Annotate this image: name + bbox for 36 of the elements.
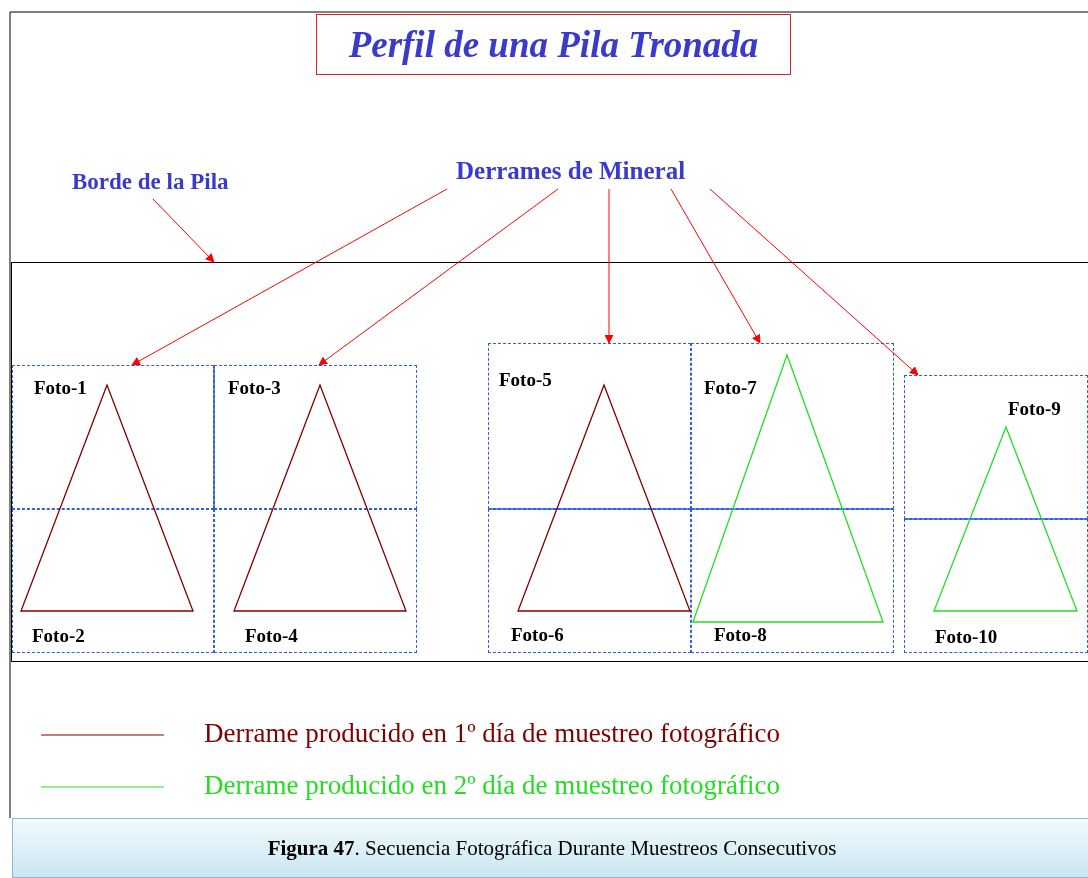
photo-label: Foto-10: [935, 627, 998, 646]
arrow: [604, 188, 614, 344]
spill-triangle: [517, 384, 692, 613]
arrow: [709, 188, 919, 376]
photo-frame: [691, 509, 894, 653]
photo-label: Foto-6: [511, 625, 564, 644]
photo-label: Foto-7: [704, 378, 757, 397]
photo-frame: [12, 365, 214, 509]
photo-label: Foto-2: [32, 626, 85, 645]
arrow: [670, 188, 761, 344]
spill-triangle: [692, 354, 885, 624]
legend-label: Derrame producido en 1º día de muestreo fotográfico: [204, 719, 780, 749]
photo-frame: [214, 509, 417, 653]
figure-caption: Figura 47. Secuencia Fotográfica Durante Muestreos Consecutivos: [267, 835, 837, 861]
photo-label: Foto-8: [714, 625, 767, 644]
arrow: [318, 188, 559, 366]
pile-outline: [11, 262, 1088, 662]
photo-label: Foto-3: [228, 378, 281, 397]
photo-frame: [488, 509, 691, 653]
photo-label: Foto-1: [34, 378, 87, 397]
photo-label: Foto-9: [1008, 399, 1061, 418]
photo-label: Foto-5: [499, 370, 552, 389]
photo-frame: [904, 519, 1088, 653]
legend-label: Derrame producido en 2º día de muestreo fotográfico: [204, 771, 780, 801]
photo-frame: [691, 343, 894, 509]
photo-frame: [214, 365, 417, 509]
annotation-label: Borde de la Pila: [72, 169, 267, 199]
photo-frame: [904, 375, 1088, 519]
photo-frame: [12, 509, 214, 653]
arrow: [152, 198, 215, 263]
spill-triangle: [933, 426, 1079, 613]
photo-frame: [488, 343, 691, 509]
diagram-title: Perfil de una Pila Tronada: [348, 23, 759, 66]
arrow: [131, 188, 448, 366]
annotation-label: Derrames de Mineral: [456, 157, 716, 189]
photo-label: Foto-4: [245, 626, 298, 645]
